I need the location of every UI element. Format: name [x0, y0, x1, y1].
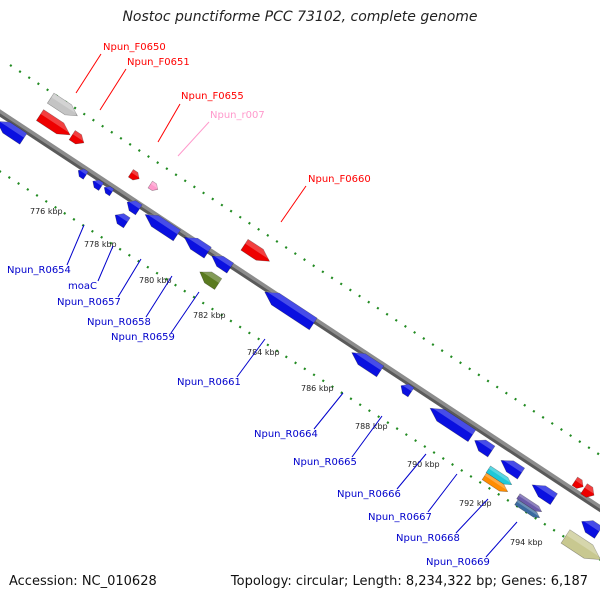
- gene-block-reverse: [211, 254, 234, 274]
- gene-block-reverse: [103, 186, 115, 197]
- scale-tick-label: 794 kbp: [510, 538, 543, 547]
- gene-block-gray: [46, 92, 79, 117]
- gene-label-reverse: Npun_R0669: [426, 557, 490, 568]
- gene-label-forward: Npun_F0650: [103, 42, 166, 53]
- gene-label-reverse: moaC: [68, 281, 97, 292]
- label-leader-line: [66, 224, 85, 266]
- scale-tick-label: 790 kbp: [407, 460, 440, 469]
- gene-block-steel: [514, 499, 541, 519]
- gene-block-olive: [199, 270, 223, 290]
- gene-block-reverse: [531, 483, 558, 505]
- tick-guide-line: [0, 170, 600, 561]
- label-leader-line: [97, 245, 114, 282]
- scale-tick-label: 788 kbp: [355, 422, 388, 431]
- label-leader-line: [485, 521, 518, 558]
- gene-block-cyan: [485, 465, 513, 486]
- gene-block-reverse: [581, 520, 600, 539]
- gene-label-forward: Npun_F0655: [181, 91, 244, 102]
- scale-tick-label: 778 kbp: [84, 240, 117, 249]
- gene-label-reverse: Npun_R0658: [87, 317, 151, 328]
- scale-tick-label: 784 kbp: [247, 348, 280, 357]
- gene-block-reverse: [400, 383, 415, 398]
- gene-block-reverse: [351, 351, 385, 378]
- gene-block-forward: [580, 483, 595, 498]
- gene-block-reverse: [264, 290, 318, 331]
- scale-tick-label: 792 kbp: [459, 499, 492, 508]
- gene-block-khaki: [560, 529, 600, 560]
- gene-label-forward: Npun_F0651: [127, 57, 190, 68]
- label-leader-line: [157, 103, 181, 143]
- genome-summary-text: Topology: circular; Length: 8,234,322 bp…: [230, 574, 588, 589]
- gene-block-reverse: [500, 459, 526, 480]
- gene-label-reverse: Npun_R0666: [337, 489, 401, 500]
- label-leader-line: [280, 185, 307, 223]
- label-leader-line: [117, 258, 142, 298]
- gene-label-reverse: Npun_R0664: [254, 429, 318, 440]
- label-leader-line: [455, 498, 489, 534]
- accession-text: Accession: NC_010628: [9, 574, 157, 589]
- label-leader-line: [351, 415, 383, 458]
- label-leader-line: [99, 68, 127, 111]
- gene-block-rna: [147, 180, 159, 191]
- gene-block-purple: [516, 493, 543, 513]
- gene-label-reverse: Npun_R0659: [111, 332, 175, 343]
- label-leader-line: [313, 392, 344, 430]
- gene-label-forward: Npun_F0660: [308, 174, 371, 185]
- gene-block-reverse: [77, 168, 89, 180]
- gene-block-reverse: [0, 120, 28, 145]
- scale-tick-label: 786 kbp: [301, 384, 334, 393]
- gene-label-forward: Npun_r007: [210, 110, 265, 121]
- gene-block-reverse: [114, 213, 131, 229]
- gene-block-reverse: [126, 200, 143, 216]
- tick-guide-line: [9, 64, 600, 456]
- label-leader-line: [75, 53, 102, 94]
- label-leader-line: [427, 473, 458, 513]
- gene-label-reverse: Npun_R0661: [177, 377, 241, 388]
- gene-block-forward: [68, 130, 85, 145]
- gene-block-forward: [127, 169, 140, 181]
- gene-label-reverse: Npun_R0667: [368, 512, 432, 523]
- map-title: Nostoc punctiforme PCC 73102, complete g…: [122, 9, 478, 25]
- gene-block-reverse: [183, 236, 212, 259]
- scale-tick-label: 782 kbp: [193, 311, 226, 320]
- gene-block-reverse: [92, 179, 105, 191]
- gene-label-reverse: Npun_R0657: [57, 297, 121, 308]
- label-leader-line: [170, 291, 200, 334]
- gene-block-reverse: [144, 213, 181, 242]
- label-leader-line: [396, 453, 427, 490]
- scale-tick-label: 780 kbp: [139, 276, 172, 285]
- gene-block-forward: [240, 238, 271, 262]
- gene-block-forward: [571, 476, 584, 489]
- gene-block-reverse: [429, 407, 477, 443]
- label-leader-line: [236, 338, 266, 378]
- gene-block-reverse: [474, 439, 496, 458]
- label-leader-line: [177, 121, 210, 157]
- gene-label-reverse: Npun_R0654: [7, 265, 71, 276]
- gene-label-reverse: Npun_R0668: [396, 533, 460, 544]
- label-leader-line: [145, 275, 173, 318]
- gene-block-orange: [481, 472, 509, 493]
- gene-block-forward: [35, 109, 71, 136]
- scale-tick-label: 776 kbp: [30, 207, 63, 216]
- gene-label-reverse: Npun_R0665: [293, 457, 357, 468]
